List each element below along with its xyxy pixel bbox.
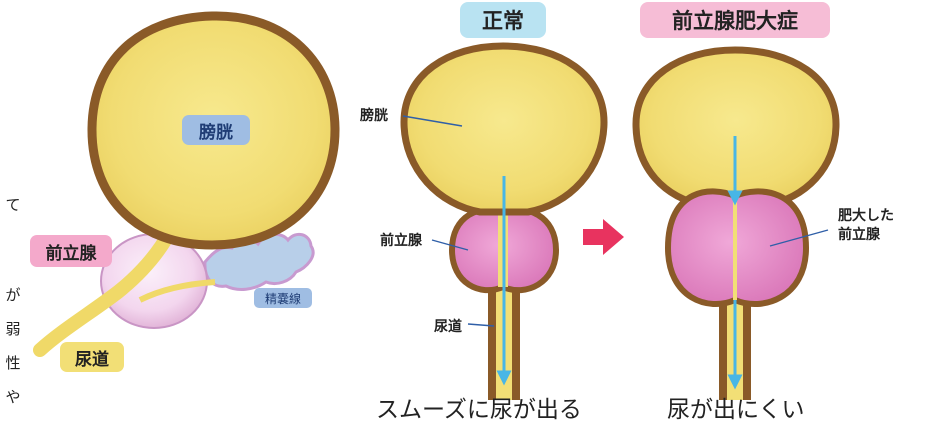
normal-prostate-label: 前立腺 bbox=[380, 230, 422, 250]
side-text-fragment: 性 bbox=[2, 354, 24, 372]
side-text-fragment: 弱 bbox=[2, 320, 24, 338]
side-text-fragment: や bbox=[2, 388, 24, 406]
left-urethra-label: 尿道 bbox=[60, 342, 124, 372]
normal-urethra-label: 尿道 bbox=[434, 316, 462, 336]
enlarged-prostate-label-line2: 前立腺 bbox=[838, 224, 880, 244]
left-seminal-vesicle-label: 精嚢線 bbox=[254, 288, 312, 308]
enlarged-caption: 尿が出にくい bbox=[667, 390, 805, 424]
left-prostate-label: 前立腺 bbox=[30, 235, 112, 267]
left-bladder-label: 膀胱 bbox=[182, 115, 250, 145]
normal-anatomy bbox=[403, 46, 604, 400]
enlarged-anatomy bbox=[636, 50, 836, 400]
normal-caption: スムーズに尿が出る bbox=[376, 390, 582, 424]
side-text-fragment: が bbox=[2, 286, 24, 304]
normal-panel-title: 正常 bbox=[460, 2, 546, 38]
enlarged-panel-title: 前立腺肥大症 bbox=[640, 2, 830, 38]
enlarged-prostate-label-line1: 肥大した bbox=[838, 205, 894, 225]
side-text-fragment: て bbox=[2, 196, 24, 214]
transition-arrow bbox=[583, 219, 624, 255]
normal-bladder-label: 膀胱 bbox=[360, 105, 388, 125]
